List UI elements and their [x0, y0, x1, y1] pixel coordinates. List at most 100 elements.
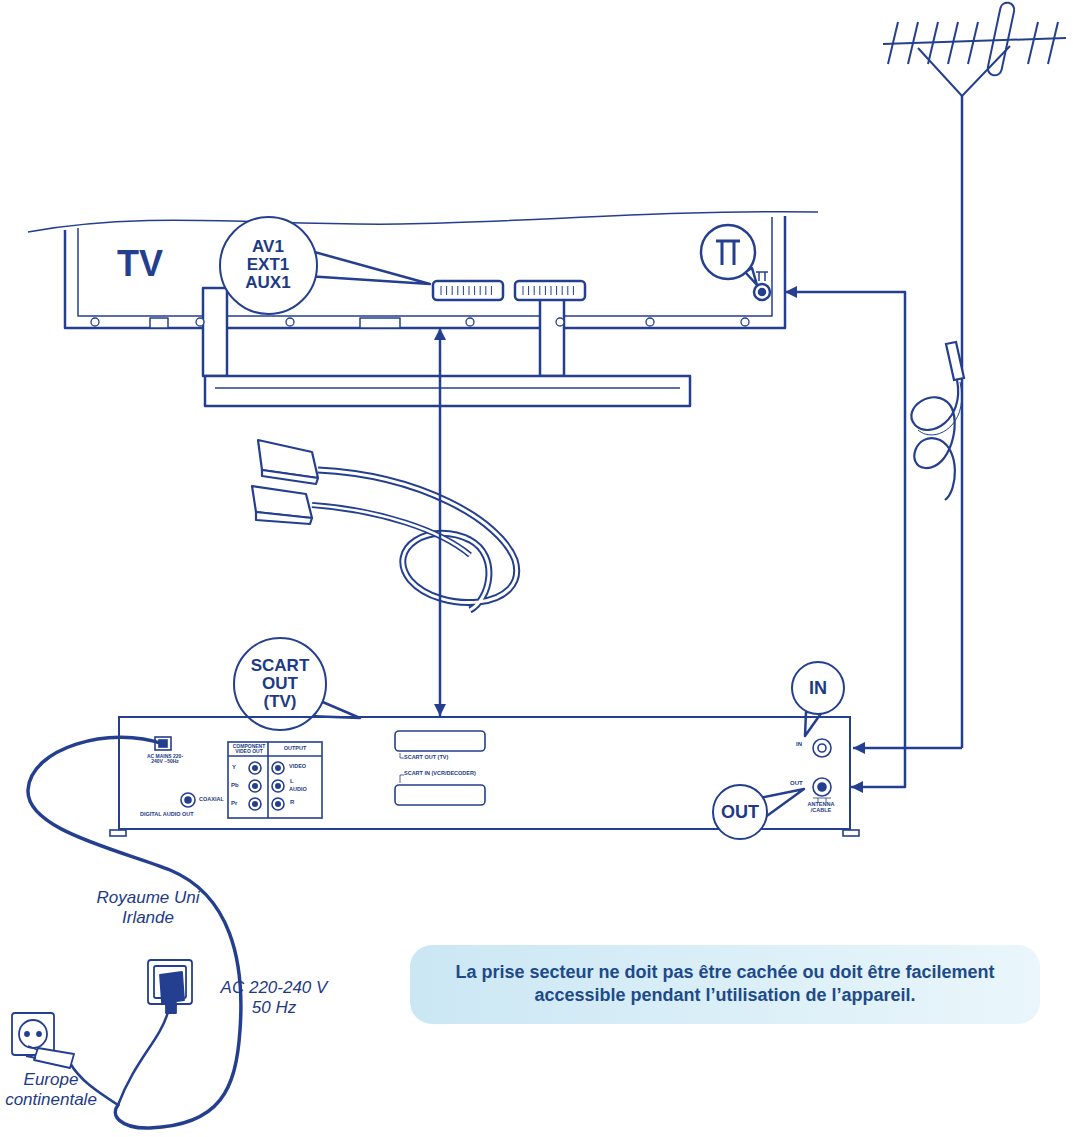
panel-label: Pb [231, 782, 243, 788]
wall-sockets [34, 1048, 74, 1068]
recorder-panel [228, 742, 322, 818]
rca-jacks [272, 780, 284, 792]
callout-text: AV1 EXT1 AUX1 [233, 238, 303, 292]
recorder-panel [228, 755, 322, 757]
antenna-callout [701, 225, 755, 279]
tv-set [515, 281, 585, 300]
rca-jacks [249, 762, 261, 774]
scart-pins [551, 286, 552, 295]
rca-jacks [253, 802, 257, 806]
scart-pins [567, 286, 568, 295]
rca-jacks [249, 762, 284, 810]
aerial-elements [908, 22, 918, 64]
coax-cable [918, 382, 962, 435]
recorder-panel [400, 753, 404, 783]
scart-pins [457, 286, 458, 295]
callout-bubble: AV1 EXT1 AUX1 [219, 216, 318, 315]
recorder-panel [395, 731, 485, 751]
tv-set [756, 272, 768, 281]
aerial [853, 747, 962, 750]
rca-jacks [249, 780, 261, 792]
rca-jacks [249, 798, 261, 810]
aerial [853, 1, 1066, 748]
callout-text: SCART OUT (TV) [248, 657, 312, 711]
antenna-callout [701, 225, 757, 285]
recorder-panel [395, 785, 485, 805]
wall-sockets [166, 1003, 176, 1013]
panel-label: Y [232, 764, 242, 770]
wall-sockets [37, 1032, 41, 1036]
wall-sockets [26, 1056, 36, 1058]
plug-label: AC 220-240 V 50 Hz [218, 978, 330, 1019]
recorder-panel [267, 742, 269, 818]
callout-text: OUT [721, 803, 759, 822]
callout-tails [300, 248, 822, 818]
panel-label: AC MAINS 220-240V ~50Hz [142, 754, 188, 765]
scart-pins [452, 286, 453, 295]
coax-cable [946, 342, 964, 380]
scart-pins [480, 286, 481, 295]
rca-jacks [253, 766, 257, 770]
scart-pins [562, 286, 563, 295]
recorder-panel [818, 744, 826, 752]
aerial-elements [948, 22, 958, 64]
note-text: La prise secteur ne doit pas être cachée… [430, 961, 1020, 1008]
scart-cable [312, 505, 470, 555]
aerial-elements [888, 22, 1058, 64]
scart-pins [474, 286, 475, 295]
scart-cable [256, 512, 312, 524]
scart-cable [312, 505, 470, 555]
tv-set [150, 318, 168, 328]
power-cord [118, 1012, 168, 1105]
panel-label: COAXIAL [199, 797, 233, 803]
aerial [986, 1, 1015, 76]
wall-sockets [12, 1013, 54, 1055]
panel-label: Pr [231, 800, 243, 806]
plug-label: Royaume Uni Irlande [94, 888, 202, 929]
tv-set [754, 284, 770, 300]
wall-sockets [160, 972, 184, 1003]
antenna-callout [716, 241, 740, 265]
screw-holes [196, 318, 204, 326]
recorder-panel [110, 830, 126, 836]
panel-label: OUT [790, 780, 810, 786]
tv-set [28, 212, 818, 232]
scart-pins [539, 286, 540, 295]
power-cord [28, 737, 241, 1128]
panel-label: AUDIO [289, 787, 319, 793]
panel-label: VIDEO [289, 764, 319, 770]
callout-bubble: IN [791, 661, 845, 715]
panel-label: SCART IN (VCR/DECODER) [404, 771, 494, 777]
tv-set [203, 288, 227, 376]
cable-connector [439, 328, 442, 716]
screw-holes [556, 318, 564, 326]
wall-sockets [12, 960, 192, 1068]
tv-set [65, 216, 785, 328]
coax-cable [911, 342, 964, 500]
rca-jacks [276, 766, 280, 770]
scart-pins [469, 286, 470, 295]
wall-sockets [148, 960, 192, 1004]
screw-holes [286, 318, 294, 326]
screw-holes [91, 318, 99, 326]
aerial-elements [928, 22, 938, 64]
screw-holes [646, 318, 654, 326]
recorder-panel [818, 783, 826, 791]
scart-cable [318, 470, 517, 610]
scart-cable [318, 470, 517, 610]
callout-bubble: OUT [712, 784, 768, 840]
device-name: TV [117, 243, 163, 285]
screw-holes [466, 318, 474, 326]
callout-text: IN [809, 679, 827, 698]
wall-sockets [28, 1046, 38, 1050]
scart-pins [446, 286, 447, 295]
wall-sockets [19, 1020, 47, 1048]
aerial-elements [888, 22, 898, 64]
aerial-elements [968, 22, 978, 64]
cable-connector [785, 292, 905, 787]
tv-set [433, 281, 503, 300]
recorder-panel [813, 778, 831, 796]
panel-label: COMPONENT VIDEO OUT [230, 744, 268, 755]
coax-cable [911, 380, 958, 500]
tv-set [205, 376, 690, 406]
